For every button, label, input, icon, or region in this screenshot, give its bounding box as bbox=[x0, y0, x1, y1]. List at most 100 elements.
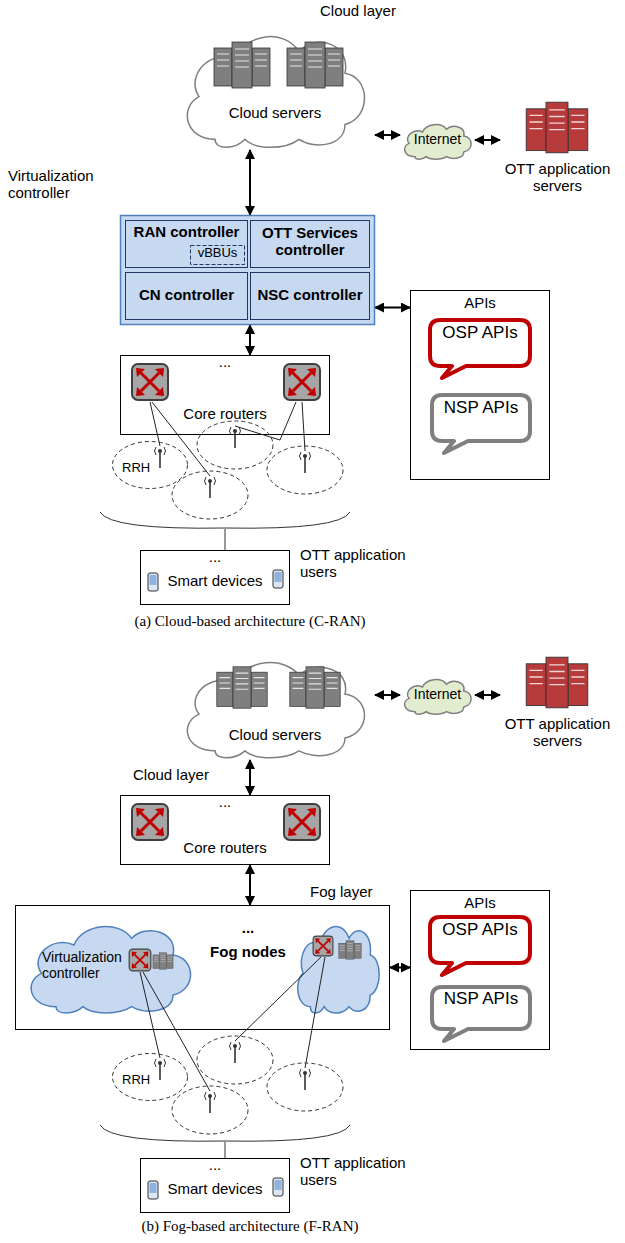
node-label-wrap: OTT application servers bbox=[500, 160, 615, 195]
node-label: NSC controller bbox=[250, 286, 370, 303]
double-arrow bbox=[249, 150, 251, 215]
node-label-wrap: OTT application users bbox=[300, 546, 410, 581]
node-label: Smart devices bbox=[162, 572, 268, 589]
controller-box: NSC controller bbox=[250, 272, 370, 320]
node-label-wrap: OTT Services controller bbox=[250, 224, 370, 259]
node-label: OTT application users bbox=[300, 1154, 410, 1189]
double-arrow bbox=[249, 325, 251, 355]
figure-caption: (b) Fog-based architecture (F-RAN) bbox=[40, 1218, 460, 1235]
node-label: ... bbox=[120, 353, 330, 370]
rrh-cell: RRH bbox=[112, 1053, 188, 1101]
node-label: Virtualization controller bbox=[8, 167, 128, 202]
node-label: OTT application users bbox=[300, 546, 410, 581]
node-label-wrap: Fog layer bbox=[310, 883, 400, 900]
cloud-layer-outline bbox=[175, 22, 375, 150]
node-label: RAN controller bbox=[125, 223, 248, 240]
node-label-wrap: Cloud layer bbox=[133, 766, 228, 783]
fog-layer-box: Fog layer...Fog nodesVirtualization cont… bbox=[15, 905, 390, 1030]
double-arrow bbox=[475, 694, 500, 696]
node-label-wrap: Smart devices bbox=[162, 1180, 268, 1197]
device-box: ...Smart devicesOTT application users bbox=[140, 550, 290, 605]
node-label-wrap: Core routers bbox=[175, 405, 275, 422]
node-label: Cloud servers bbox=[205, 726, 345, 743]
ott-server: OTT application servers bbox=[500, 100, 615, 200]
router-box: ... Core routers bbox=[120, 795, 330, 865]
antenna-icons bbox=[155, 427, 311, 1113]
double-arrow bbox=[390, 967, 410, 969]
node-label-wrap: RRH bbox=[122, 461, 156, 476]
node-label-wrap: ... bbox=[140, 548, 290, 565]
figure-caption: (a) Cloud-based architecture (C-RAN) bbox=[40, 613, 460, 630]
node-label-wrap: Virtualization controller bbox=[42, 949, 142, 981]
api-bubble: NSP APIs bbox=[430, 985, 532, 1043]
node-label: ... bbox=[140, 548, 290, 565]
node-label-wrap: CN controller bbox=[125, 286, 248, 303]
node-label: vBBUs bbox=[190, 246, 245, 261]
node-label-wrap: Internet bbox=[400, 686, 475, 702]
device-icons bbox=[148, 570, 283, 1199]
node-label: APIs bbox=[410, 894, 550, 911]
node-label: Internet bbox=[400, 686, 475, 702]
double-arrow bbox=[375, 307, 410, 309]
api-box: APIsOSP APIsNSP APIs bbox=[410, 290, 550, 480]
node-label: RRH bbox=[122, 1073, 156, 1088]
cloud-layer: Cloud serversCloud layer bbox=[175, 650, 375, 760]
rrh-cell: RRH bbox=[112, 441, 188, 489]
double-arrow bbox=[375, 694, 400, 696]
node-label-wrap: ... bbox=[120, 353, 330, 370]
device-box: ...Smart devicesOTT application users bbox=[140, 1158, 290, 1213]
node-label: OSP APIs bbox=[438, 323, 522, 343]
api-bubble: OSP APIs bbox=[428, 318, 532, 380]
node-label-wrap: Core routers bbox=[175, 839, 275, 856]
ott-server: OTT application servers bbox=[500, 655, 615, 750]
node-label-wrap: OSP APIs bbox=[438, 323, 522, 343]
node-label: OTT application servers bbox=[500, 160, 615, 195]
node-label: Fog layer bbox=[310, 883, 400, 900]
figure-caption-wrap: (b) Fog-based architecture (F-RAN) bbox=[40, 1218, 460, 1235]
node-label-wrap: Cloud servers bbox=[205, 726, 345, 743]
cloud-layer: Cloud layerCloud servers bbox=[175, 0, 375, 150]
node-label-wrap: OTT application servers bbox=[500, 715, 615, 750]
fog-node-icons bbox=[129, 936, 361, 971]
api-bubble: OSP APIs bbox=[428, 915, 532, 977]
node-label-wrap: Virtualization controller bbox=[8, 167, 128, 202]
double-arrow bbox=[475, 139, 500, 141]
node-label-wrap: RAN controller bbox=[125, 223, 248, 240]
node-label: Cloud layer bbox=[133, 766, 228, 783]
node-label: NSP APIs bbox=[440, 398, 522, 418]
controller-box: CN controller bbox=[125, 272, 248, 320]
node-label: OTT Services controller bbox=[250, 224, 370, 259]
api-bubble: NSP APIs bbox=[430, 393, 532, 455]
node-label: OTT application servers bbox=[500, 715, 615, 750]
node-label-wrap: Smart devices bbox=[162, 572, 268, 589]
node-label-wrap: OSP APIs bbox=[438, 920, 522, 940]
cloud-layer-outline bbox=[175, 650, 375, 760]
node-label-wrap: NSP APIs bbox=[440, 398, 522, 418]
node-label-wrap: Internet bbox=[400, 131, 475, 147]
controller-panel: Virtualization controllerRAN controllerv… bbox=[120, 215, 375, 325]
node-label-wrap: Cloud layer bbox=[320, 2, 410, 19]
node-label: APIs bbox=[410, 294, 550, 311]
controller-box: RAN controller vBBUs bbox=[125, 220, 248, 268]
node-label: Virtualization controller bbox=[42, 949, 142, 981]
node-label-wrap: Cloud servers bbox=[205, 104, 345, 121]
node-label-wrap: vBBUs bbox=[190, 246, 245, 261]
node-label: Smart devices bbox=[162, 1180, 268, 1197]
node-label-wrap: ... bbox=[203, 919, 293, 936]
node-label: RRH bbox=[122, 461, 156, 476]
node-label: CN controller bbox=[125, 286, 248, 303]
router-box: ... Core routers bbox=[120, 355, 330, 435]
node-label: ... bbox=[120, 793, 330, 810]
node-label-wrap: OTT application users bbox=[300, 1154, 410, 1189]
controller-box: OTT Services controller bbox=[250, 220, 370, 268]
node-label: OSP APIs bbox=[438, 920, 522, 940]
fronthaul-links bbox=[140, 402, 325, 1091]
coverage-bracket bbox=[100, 512, 350, 1158]
figure-caption-wrap: (a) Cloud-based architecture (C-RAN) bbox=[40, 613, 460, 630]
internet-cloud: Internet bbox=[400, 120, 475, 160]
node-label-wrap: Fog nodes bbox=[203, 943, 293, 960]
internet-cloud: Internet bbox=[400, 675, 475, 715]
node-label-wrap: NSC controller bbox=[250, 286, 370, 303]
node-label-wrap: ... bbox=[140, 1156, 290, 1173]
